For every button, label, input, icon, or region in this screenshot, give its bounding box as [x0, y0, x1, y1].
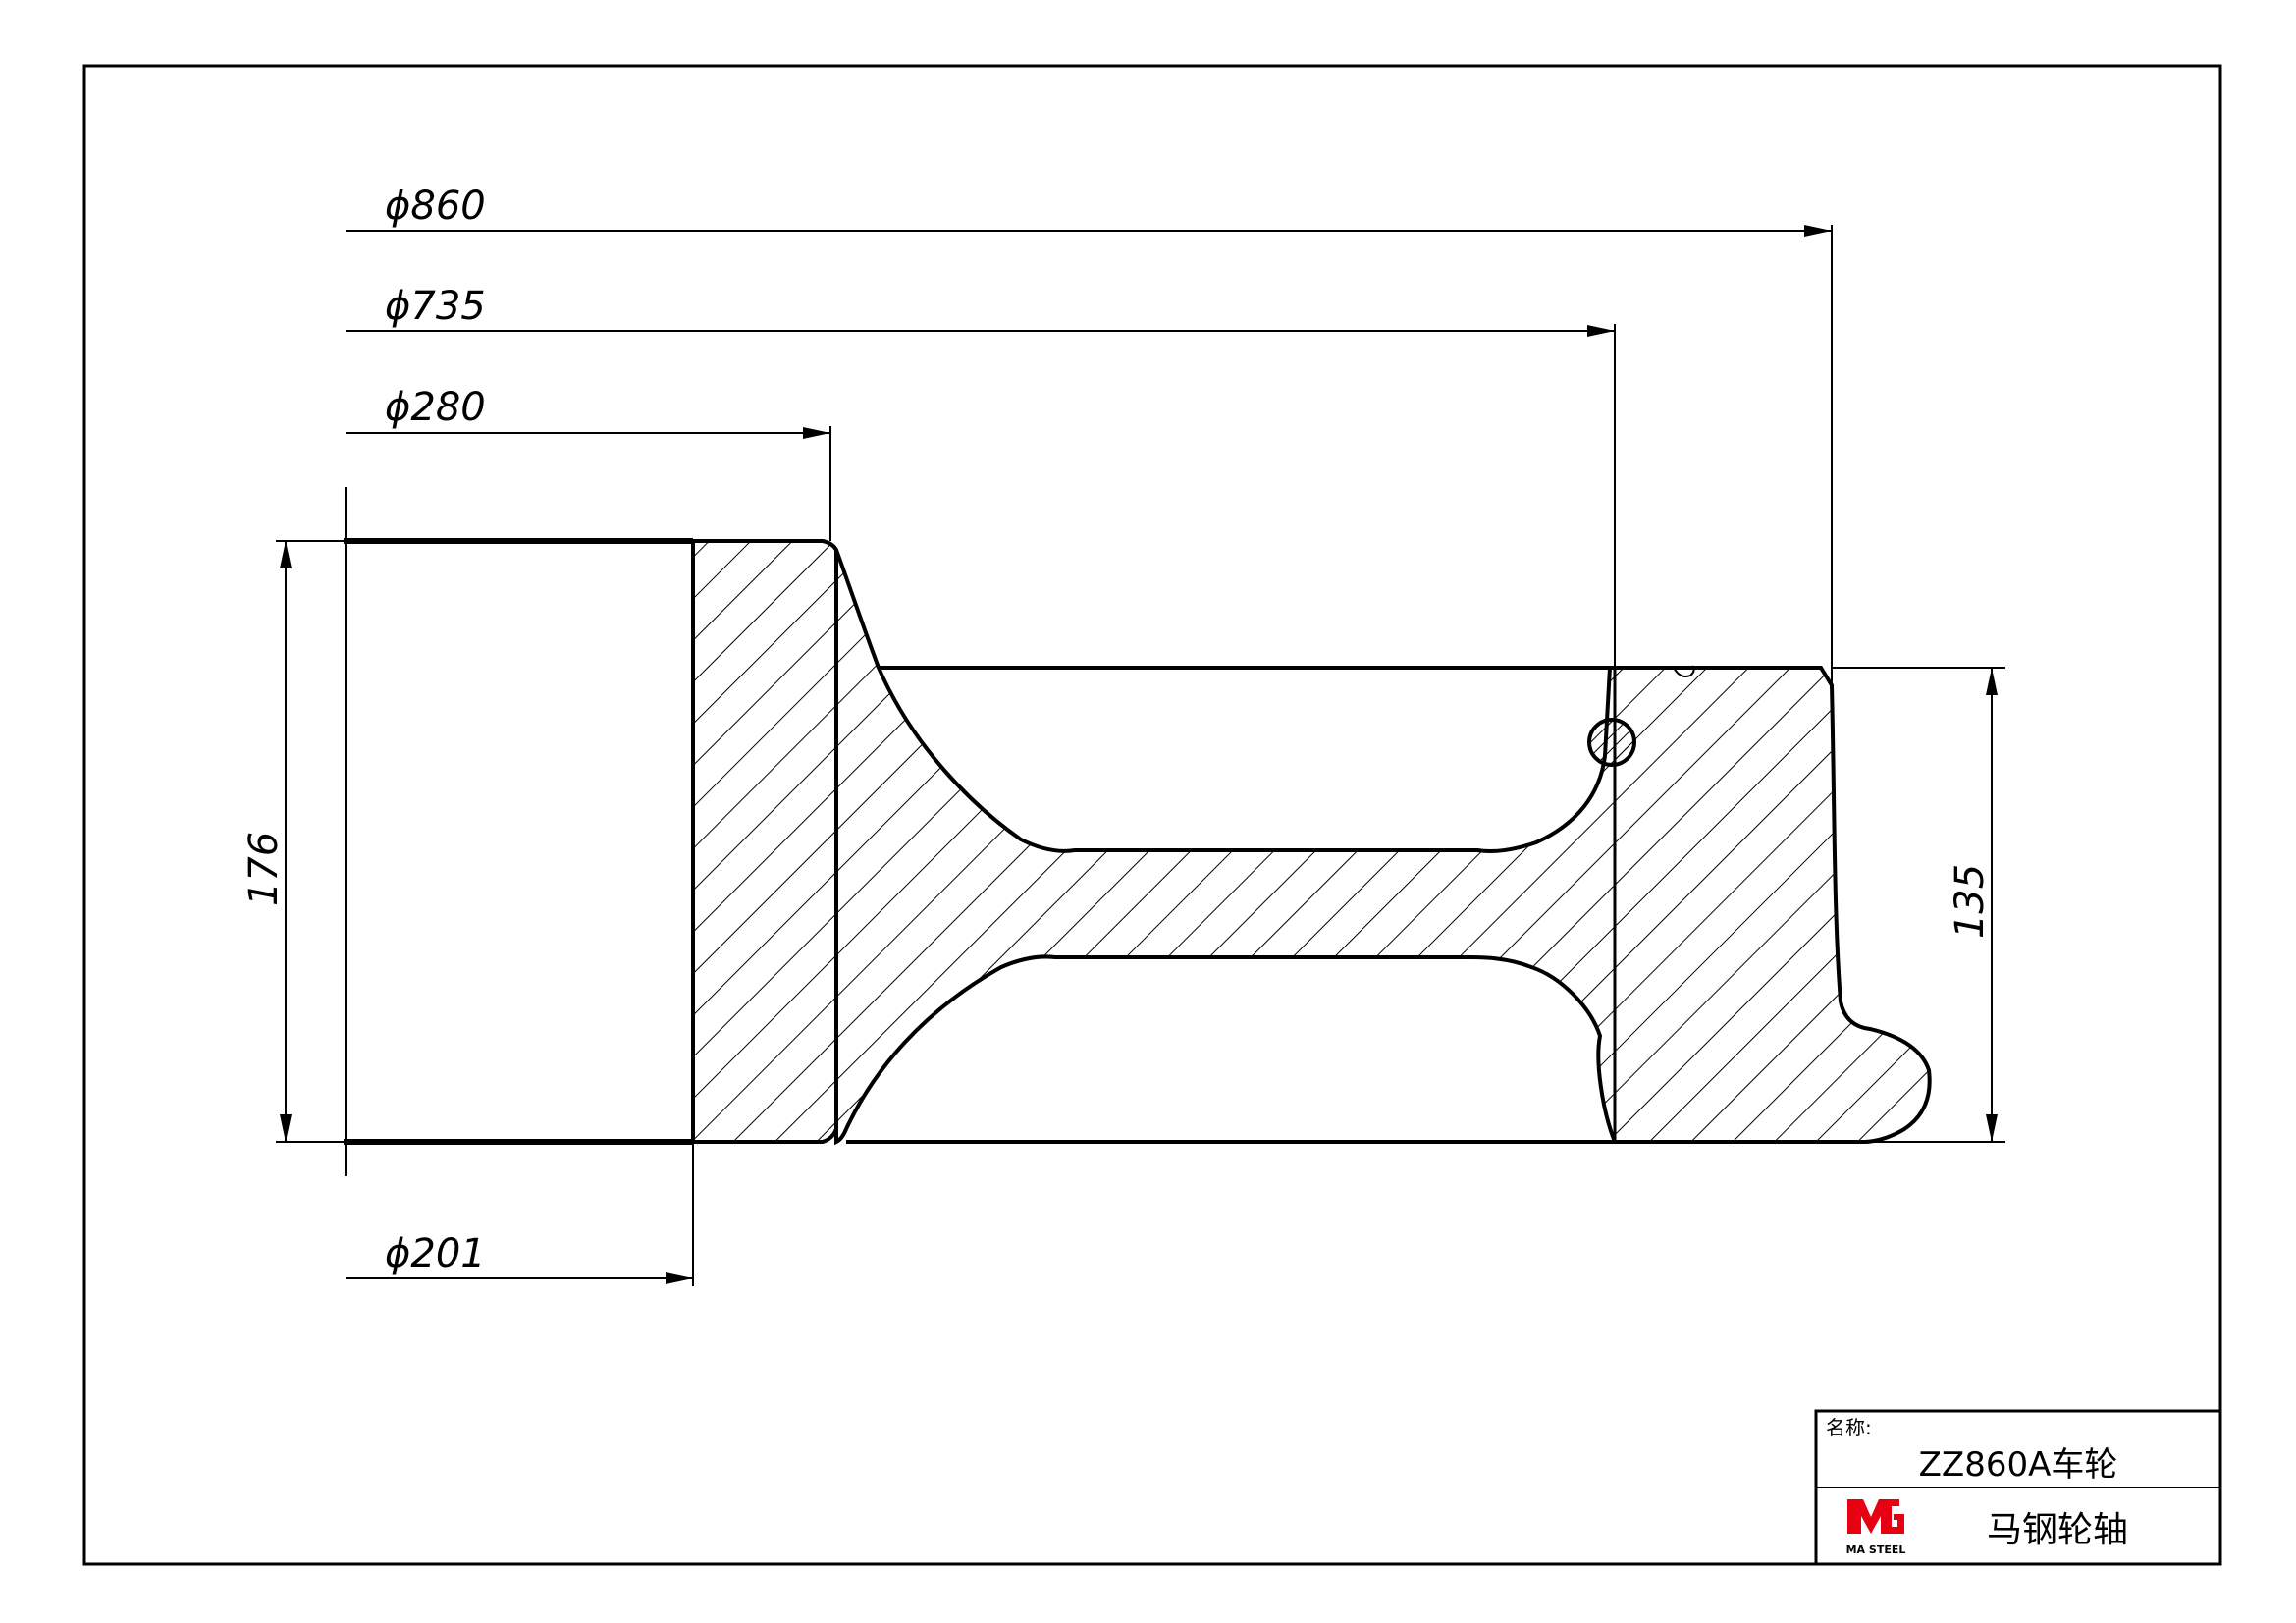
dimension-lines	[276, 225, 2005, 1286]
dim-diameter-280: ϕ280	[385, 385, 486, 430]
title-name-label: 名称:	[1826, 1416, 1872, 1439]
masteel-logo: MA STEEL	[1846, 1499, 1906, 1556]
dim-diameter-860: ϕ860	[385, 184, 486, 229]
title-company: 马钢轮轴	[1987, 1510, 2128, 1550]
dim-diameter-201: ϕ201	[385, 1231, 486, 1276]
logo-subtext: MA STEEL	[1846, 1543, 1906, 1556]
bore	[344, 489, 693, 1178]
rolling-circle-marker	[1587, 718, 1636, 767]
arrowheads	[280, 225, 1998, 1284]
hub-section	[691, 539, 838, 1144]
sheet-border	[82, 64, 2222, 1566]
title-part-name: ZZ860A车轮	[1919, 1445, 2118, 1485]
dim-length-176: 176	[241, 832, 287, 906]
dim-diameter-735: ϕ735	[385, 284, 486, 329]
wheel-web-rim-section	[834, 549, 1932, 1146]
title-block: 名称: ZZ860A车轮 马钢轮轴 MA STEEL	[1814, 1409, 2222, 1566]
rim-top-flag	[1673, 665, 1695, 677]
dim-length-135: 135	[1948, 864, 1993, 939]
